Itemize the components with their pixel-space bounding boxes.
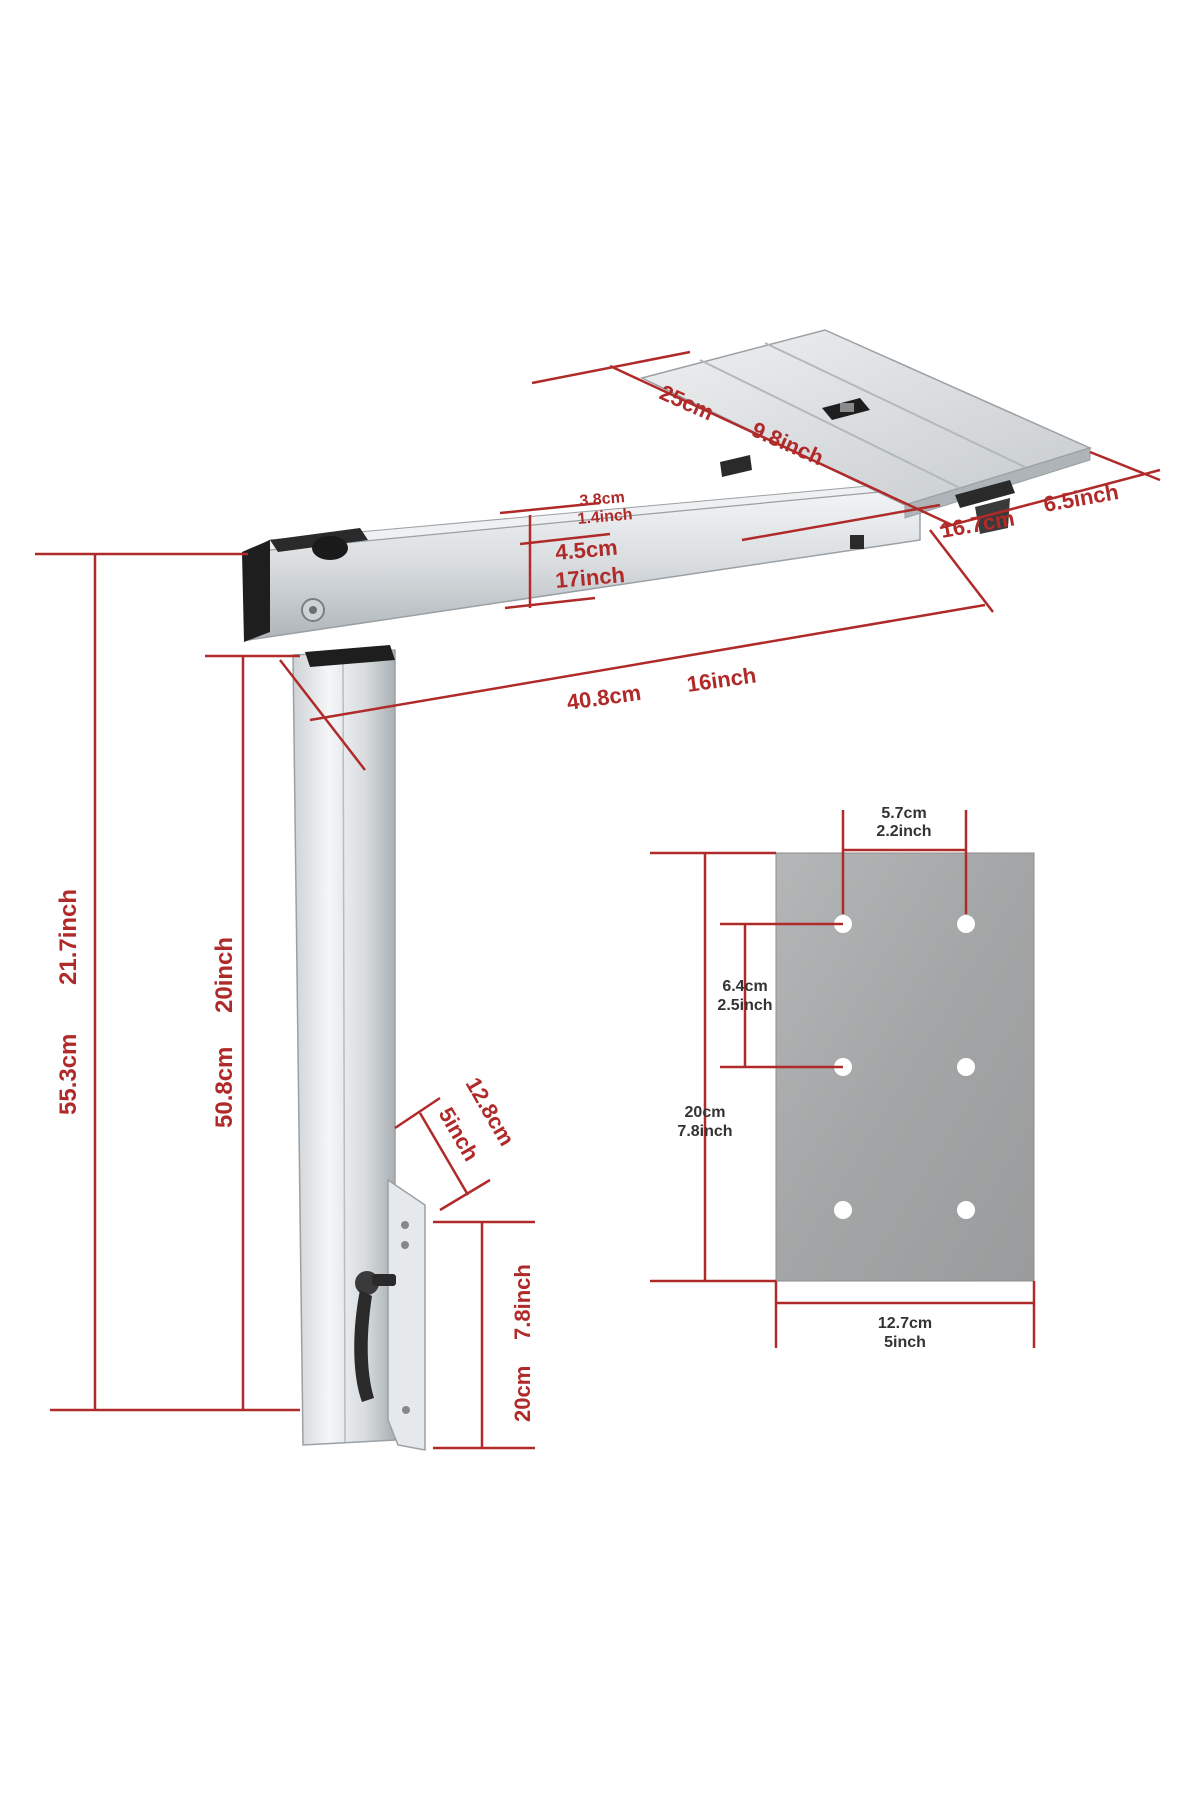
dim-line-bracket-width	[418, 1112, 470, 1196]
dim-line-plate-width	[939, 468, 1161, 530]
dim-line-bracket-width	[439, 1178, 491, 1212]
label-hole-spacing-h-cm: 5.7cm	[881, 805, 926, 822]
label-plate-width-in-flat: 5inch	[884, 1334, 926, 1351]
top-plate-edge	[904, 447, 1091, 519]
label-plate-height-in: 7.8inch	[677, 1123, 732, 1140]
dim-line-arm-height	[519, 532, 611, 546]
label-plate-height-cm: 20cm	[685, 1104, 726, 1121]
dim-line-arm-length	[309, 603, 986, 722]
label-bracket-height-cm: 20cm	[510, 1366, 535, 1422]
dim-line-arm-height	[499, 501, 601, 515]
label-post-height-cm: 50.8cm	[211, 1047, 238, 1128]
post-edge-line	[342, 651, 346, 1443]
label-arm-side-in: 1.4inch	[577, 506, 633, 528]
locking-lever-icon	[354, 1271, 396, 1402]
plate-hole	[957, 915, 975, 933]
label-post-height-in: 20inch	[211, 937, 238, 1013]
bracket-screw-hole	[401, 1221, 409, 1229]
label-hole-spacing-h-in: 2.2inch	[876, 823, 931, 840]
top-plate-groove	[764, 342, 1026, 468]
dim-line-arm-length	[279, 659, 366, 771]
arm-end-cap	[242, 540, 270, 642]
post-cap-icon	[305, 645, 395, 667]
plate-hole	[957, 1201, 975, 1219]
label-total-height-in: 21.7inch	[55, 889, 82, 985]
label-arm-height-in: 17inch	[554, 562, 626, 593]
bracket-screw-hole	[402, 1406, 410, 1414]
plate-hole	[834, 1201, 852, 1219]
top-plate-clip-icon	[955, 480, 1015, 534]
label-plate-width-cm: 16.7cm	[939, 505, 1017, 543]
dim-line-plate-width	[1089, 450, 1161, 482]
top-plate-knob-icon	[822, 398, 870, 420]
dim-line-bracket-width	[394, 1096, 441, 1130]
label-plate-width-in: 6.5inch	[1042, 479, 1121, 517]
bracket-screw-hole	[401, 1241, 409, 1249]
arm-knob-icon	[270, 528, 368, 560]
table-leg-assembly	[242, 329, 1093, 1451]
plate-hole	[957, 1058, 975, 1076]
dim-line-arm-length	[929, 529, 994, 613]
dimension-lines	[35, 350, 1161, 1450]
label-arm-length-in: 16inch	[685, 662, 758, 696]
arm-clamp-icon	[720, 455, 864, 549]
wall-bracket	[387, 1178, 426, 1451]
arm-pin-hole-inner	[309, 606, 317, 614]
dim-line-plate-length	[609, 364, 953, 527]
label-total-height-cm: 55.3cm	[55, 1034, 82, 1115]
dim-line-plate-length	[741, 503, 941, 542]
top-plate-groove	[699, 359, 961, 489]
label-arm-height-cm: 4.5cm	[554, 535, 618, 565]
label-hole-spacing-v-in: 2.5inch	[717, 997, 772, 1014]
label-plate-width-cm-flat: 12.7cm	[878, 1315, 932, 1332]
label-bracket-height-in: 7.8inch	[510, 1264, 535, 1340]
label-hole-spacing-v-cm: 6.4cm	[722, 978, 767, 995]
label-arm-length-cm: 40.8cm	[565, 680, 642, 715]
dim-line-arm-height	[504, 596, 596, 610]
label-arm-side-cm: 3.8cm	[579, 489, 626, 510]
